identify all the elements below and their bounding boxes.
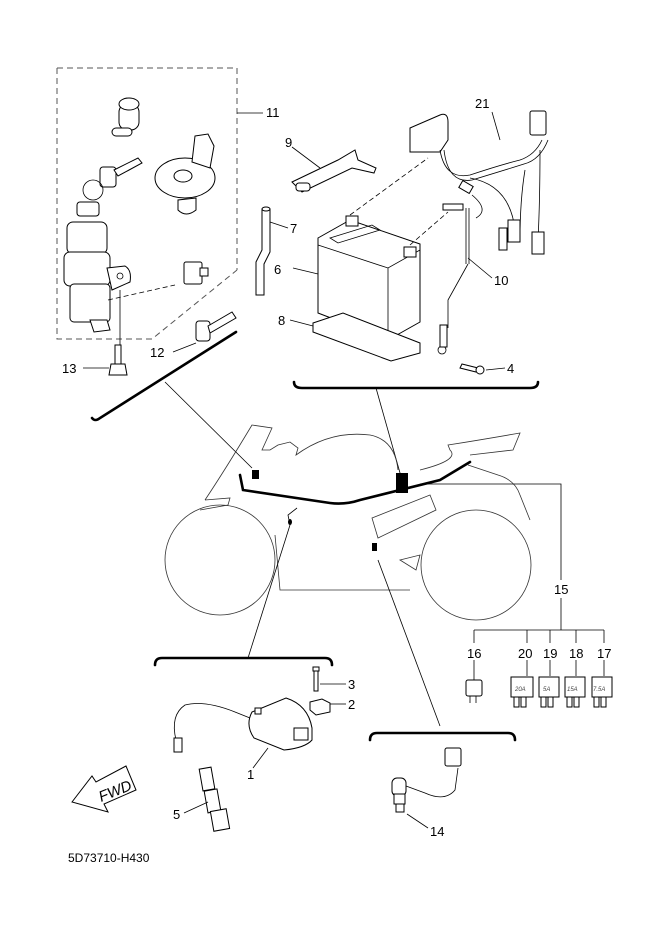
fuse-17: 7.5A — [591, 676, 613, 708]
battery-pad-part — [312, 312, 421, 362]
main-switch-part — [63, 221, 209, 345]
callout-20: 20 — [518, 646, 532, 661]
spark-plug-cap-part — [198, 766, 231, 832]
harness-connector-center — [396, 473, 408, 493]
group-leader-left — [164, 381, 253, 469]
group-bracket-left — [90, 330, 238, 422]
fuse-rating-20: 20A — [514, 687, 526, 693]
leader-12 — [172, 342, 197, 353]
group-leader-neutral — [377, 559, 441, 727]
screw-4-part — [459, 363, 485, 375]
callout-6: 6 — [274, 262, 281, 277]
lock-set-group — [56, 67, 263, 345]
neutral-switch-part — [391, 747, 462, 813]
group-bracket-coil — [153, 656, 334, 667]
leader-4 — [485, 367, 506, 371]
callout-2: 2 — [348, 697, 355, 712]
callout-21: 21 — [475, 96, 489, 111]
lock-set-dashed-border — [57, 67, 238, 270]
motorcycle-outline — [164, 424, 532, 621]
battery-part — [317, 215, 421, 341]
breather-pipe-part — [255, 208, 271, 296]
wire-harness-line — [238, 460, 472, 505]
neutral-switch-location — [372, 543, 377, 551]
callout-16: 16 — [467, 646, 481, 661]
leader-6 — [292, 267, 319, 275]
key-blank-part — [172, 311, 237, 353]
nut-2-part — [309, 698, 331, 716]
leader-8 — [289, 319, 314, 327]
fwd-arrow-icon: FWD — [71, 765, 137, 813]
leader-7 — [269, 221, 289, 229]
group-bracket-neutral — [368, 731, 517, 742]
fuse-rating-17: 7.5A — [593, 687, 605, 693]
fuse-tree — [420, 483, 605, 680]
callout-14: 14 — [430, 824, 444, 839]
fuse-19: 5A — [538, 676, 560, 708]
group-leader-battery — [375, 387, 403, 481]
leader-21 — [491, 111, 501, 141]
bolt-13-part — [83, 344, 128, 376]
callout-17: 17 — [597, 646, 611, 661]
callout-13: 13 — [62, 361, 76, 376]
group-bracket-battery — [292, 380, 540, 390]
callout-4: 4 — [507, 361, 514, 376]
starter-relay-part — [409, 110, 549, 255]
keys-part — [76, 157, 143, 217]
fuse-rating-18: 15A — [567, 687, 578, 693]
leader-10 — [467, 257, 493, 279]
bolt-3-part — [312, 666, 320, 692]
relay-part — [465, 679, 483, 703]
leader-14 — [406, 813, 429, 829]
fuel-cap-part — [154, 133, 216, 215]
callout-15: 15 — [554, 582, 568, 597]
fuse-rating-19: 5A — [543, 687, 550, 693]
lock-set-dashed-border-lower — [56, 68, 238, 340]
battery-group — [255, 110, 549, 375]
seat-lock-part — [111, 97, 140, 137]
callout-8: 8 — [278, 313, 285, 328]
callout-7: 7 — [290, 221, 297, 236]
callout-11: 11 — [266, 105, 280, 120]
minus-lead-part — [437, 179, 483, 355]
drawing-code: 5D73710-H430 — [68, 851, 150, 865]
callout-1: 1 — [247, 767, 254, 782]
leader-5 — [183, 801, 209, 814]
harness-connector-front — [252, 470, 259, 479]
fuse-18: 15A — [564, 676, 586, 708]
callout-9: 9 — [285, 135, 292, 150]
leader-1 — [252, 747, 269, 769]
callout-18: 18 — [569, 646, 583, 661]
callout-3: 3 — [348, 677, 355, 692]
leader-9 — [291, 146, 321, 169]
group-leader-coil — [247, 524, 291, 659]
battery-band-part — [291, 149, 377, 193]
callout-10: 10 — [494, 273, 508, 288]
callout-19: 19 — [543, 646, 557, 661]
callout-5: 5 — [173, 807, 180, 822]
fuse-20: 20A — [510, 676, 534, 708]
ignition-coil-part — [173, 697, 313, 753]
callout-12: 12 — [150, 345, 164, 360]
